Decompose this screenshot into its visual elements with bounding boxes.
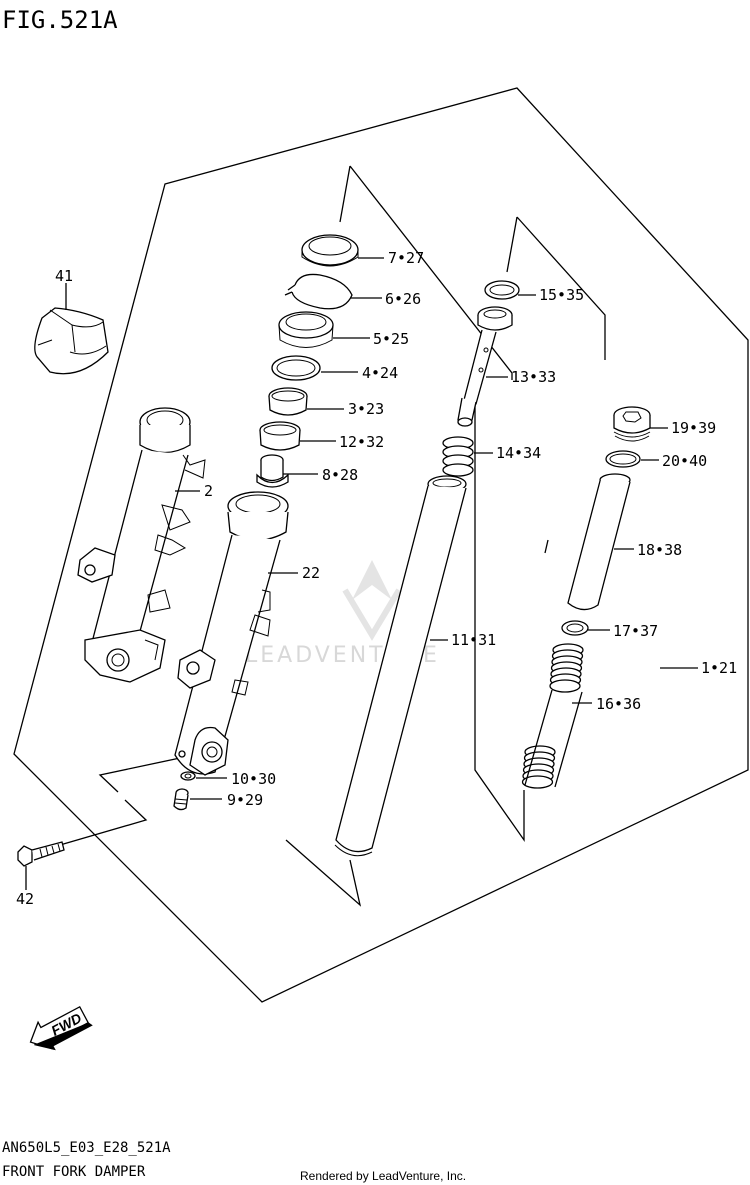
figure-code: AN650L5_E03_E28_521A bbox=[2, 1140, 171, 1156]
inner-tube-11 bbox=[334, 475, 467, 857]
callout-20: 20•40 bbox=[662, 452, 707, 470]
oil-lock-8 bbox=[256, 454, 289, 488]
callout-8: 8•28 bbox=[322, 466, 358, 484]
stopper-ring-6 bbox=[284, 273, 353, 310]
bolt-leader bbox=[59, 757, 181, 846]
callout-7: 7•27 bbox=[388, 249, 424, 267]
callout-22: 22 bbox=[302, 564, 320, 582]
rebound-spring-14 bbox=[442, 436, 474, 477]
dust-seal-7 bbox=[301, 234, 359, 267]
assembly-boundary bbox=[13, 87, 749, 1003]
gasket-10 bbox=[180, 771, 196, 781]
callout-6: 6•26 bbox=[385, 290, 421, 308]
bushing-3 bbox=[268, 387, 308, 416]
cap-bolt-19 bbox=[613, 406, 651, 442]
spacer-18 bbox=[567, 473, 631, 611]
callout-18: 18•38 bbox=[637, 541, 682, 559]
oil-seal-5 bbox=[278, 311, 334, 348]
callout-12: 12•32 bbox=[339, 433, 384, 451]
callout-16: 16•36 bbox=[596, 695, 641, 713]
rendered-by: Rendered by LeadVenture, Inc. bbox=[300, 1169, 466, 1183]
bushing-12 bbox=[259, 421, 301, 451]
fork-protector-41 bbox=[34, 307, 109, 375]
o-ring-20 bbox=[605, 450, 641, 468]
figure-title: FIG.521A bbox=[2, 6, 118, 34]
fork-spring-16 bbox=[521, 643, 584, 789]
callout-labels: 41 7•27 6•26 5•25 4•24 3•23 12•32 8•28 2… bbox=[16, 249, 737, 908]
leader-lines bbox=[25, 257, 698, 890]
callout-9: 9•29 bbox=[227, 791, 263, 809]
callout-2: 2 bbox=[204, 482, 213, 500]
callout-15: 15•35 bbox=[539, 286, 584, 304]
callout-3: 3•23 bbox=[348, 400, 384, 418]
callout-11: 11•31 bbox=[451, 631, 496, 649]
callout-4: 4•24 bbox=[362, 364, 398, 382]
outer-tube-22 bbox=[174, 491, 289, 776]
callout-14: 14•34 bbox=[496, 444, 541, 462]
inner-panel-seals bbox=[339, 165, 513, 380]
callout-17: 17•37 bbox=[613, 622, 658, 640]
damper-rod-13 bbox=[457, 306, 513, 427]
gasket-15 bbox=[484, 280, 520, 300]
drain-screw-9 bbox=[173, 788, 189, 811]
figure-name: FRONT FORK DAMPER bbox=[2, 1164, 146, 1180]
callout-10: 10•30 bbox=[231, 770, 276, 788]
washer-17 bbox=[561, 620, 589, 636]
callout-1: 1•21 bbox=[701, 659, 737, 677]
callout-41: 41 bbox=[55, 267, 73, 285]
fwd-arrow-icon: FWD bbox=[29, 1005, 93, 1051]
seal-retainer-4 bbox=[271, 355, 321, 381]
outer-tube-2 bbox=[77, 407, 206, 683]
callout-19: 19•39 bbox=[671, 419, 716, 437]
callout-42: 42 bbox=[16, 890, 34, 908]
bolt-42 bbox=[17, 841, 65, 867]
callout-13: 13•33 bbox=[511, 368, 556, 386]
inner-panel-spring bbox=[474, 398, 549, 843]
callout-5: 5•25 bbox=[373, 330, 409, 348]
inner-panel-cylinder bbox=[285, 216, 606, 907]
